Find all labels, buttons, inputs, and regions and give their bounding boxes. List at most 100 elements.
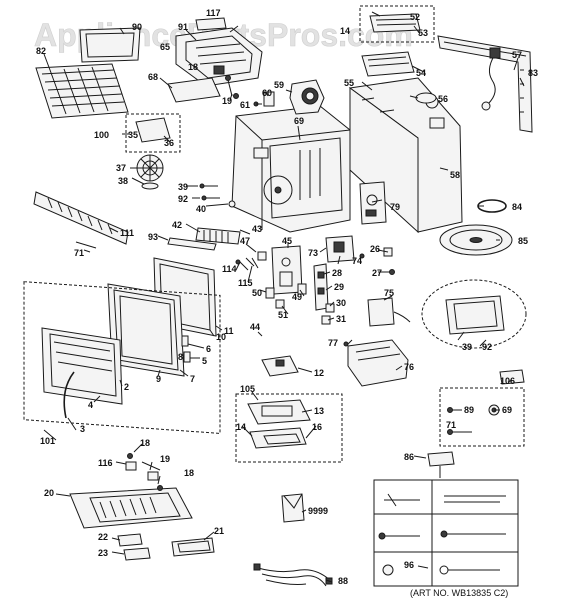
callout-26: 26: [370, 244, 380, 254]
part-28-29-latch: [313, 263, 329, 311]
callout-49: 49: [292, 292, 302, 302]
part-12-board: [261, 355, 299, 377]
callout-23: 23: [98, 548, 108, 558]
part-20-bottom-plate: [69, 487, 193, 529]
part-106-card: [499, 369, 525, 385]
screws-39-92-40: [199, 183, 236, 208]
callout-116: 116: [98, 458, 113, 468]
callout-35: 35: [128, 130, 138, 140]
callout-61: 61: [240, 100, 250, 110]
callout-100: 100: [94, 130, 109, 140]
part-88-wire-harness: [253, 563, 333, 587]
callout-69-top: 69: [294, 116, 304, 126]
part-49-50-51: [265, 283, 307, 309]
callout-56: 56: [438, 94, 448, 104]
callout-18-bottom-b: 18: [184, 468, 194, 478]
part-13-housing: [247, 399, 311, 425]
callout-115: 115: [238, 278, 253, 288]
callout-68: 68: [148, 72, 158, 82]
callout-106: 106: [500, 376, 515, 386]
part-58-wrapper: [348, 77, 463, 234]
callout-51: 51: [278, 310, 288, 320]
callout-31: 31: [336, 314, 346, 324]
part-117-bracket: [195, 17, 227, 31]
callout-28: 28: [332, 268, 342, 278]
callout-58: 58: [450, 170, 460, 180]
callout-10: 10: [216, 332, 226, 342]
callout-27: 27: [372, 268, 382, 278]
callout-7: 7: [190, 374, 195, 384]
part-111-vent-grille: [33, 191, 129, 249]
callout-18-bottom-a: 18: [140, 438, 150, 448]
callout-labels: 117 90 82 91 65 18 14 52 53 54 57 83 68 …: [36, 8, 538, 586]
callout-50: 50: [252, 288, 262, 298]
callout-89: 89: [464, 405, 474, 415]
part-82-rack: [35, 63, 129, 119]
callout-111: 111: [120, 228, 134, 238]
callout-19-bottom: 19: [160, 454, 170, 464]
callout-60: 60: [262, 88, 272, 98]
part-54-filter: [361, 51, 415, 77]
callout-71-kit: 71: [446, 420, 456, 430]
door-kit-box-101: [23, 281, 221, 434]
callout-59: 59: [274, 80, 284, 90]
callout-38: 38: [118, 176, 128, 186]
part-30-31-switches: [321, 303, 335, 325]
callout-86: 86: [404, 452, 414, 462]
callout-88: 88: [338, 576, 348, 586]
part-18-19-screws-top: [225, 75, 239, 99]
door-handle-3: [63, 371, 75, 419]
callout-96: 96: [404, 560, 414, 570]
callout-52: 52: [410, 12, 420, 22]
callout-117: 117: [206, 8, 221, 18]
callout-8: 8: [178, 352, 183, 362]
callout-92-kit: 92: [482, 342, 492, 352]
parts-116-18-19-bottom: [125, 453, 163, 491]
callout-29: 29: [334, 282, 344, 292]
part-21-lamp-cover: [171, 537, 215, 557]
callout-91: 91: [178, 22, 188, 32]
callout-9999: 9999: [308, 506, 328, 516]
part-79-board: [359, 181, 387, 225]
part-59-blower-fan: [289, 79, 325, 115]
parts-22-23: [117, 533, 151, 561]
callout-105: 105: [240, 384, 255, 394]
kit-box-105: [235, 393, 343, 463]
callout-14-kit: 14: [236, 422, 246, 432]
part-37-roller-guide: [136, 154, 164, 182]
part-68-filter-plate: [167, 77, 221, 103]
leader-lines: [43, 11, 525, 583]
callout-114: 114: [222, 264, 237, 274]
part-53-filter: [369, 13, 421, 33]
callout-3: 3: [80, 424, 85, 434]
part-9999-manual: [281, 493, 305, 523]
callout-69-kit: 69: [502, 405, 512, 415]
callout-43: 43: [252, 224, 262, 234]
part-83-mounting-frame: [437, 35, 533, 133]
oven-cavity-chassis: [231, 105, 351, 233]
callout-42: 42: [172, 220, 182, 230]
callout-73: 73: [308, 248, 318, 258]
callout-90: 90: [132, 22, 142, 32]
part-85-turntable-tray: [439, 224, 513, 256]
door-parts-5-6: [181, 335, 191, 363]
callout-76: 76: [404, 362, 414, 372]
part-90-frame: [79, 27, 141, 63]
callout-39-top: 39: [178, 182, 188, 192]
callout-39-kit: 39: [462, 342, 472, 352]
callout-22: 22: [98, 532, 108, 542]
kit-box-106: [439, 387, 525, 447]
callout-2: 2: [124, 382, 129, 392]
callout-82: 82: [36, 46, 46, 56]
part-65-vent-assembly: [175, 27, 263, 87]
callout-11: 11: [224, 326, 234, 336]
callout-53: 53: [418, 28, 428, 38]
callout-37: 37: [116, 163, 126, 173]
part-42-grease-filter: [195, 227, 241, 245]
callout-77: 77: [328, 338, 338, 348]
kit-box-52: [359, 5, 435, 43]
door-outer-2-4: [41, 327, 123, 405]
parts-47-114-115: [235, 251, 267, 271]
